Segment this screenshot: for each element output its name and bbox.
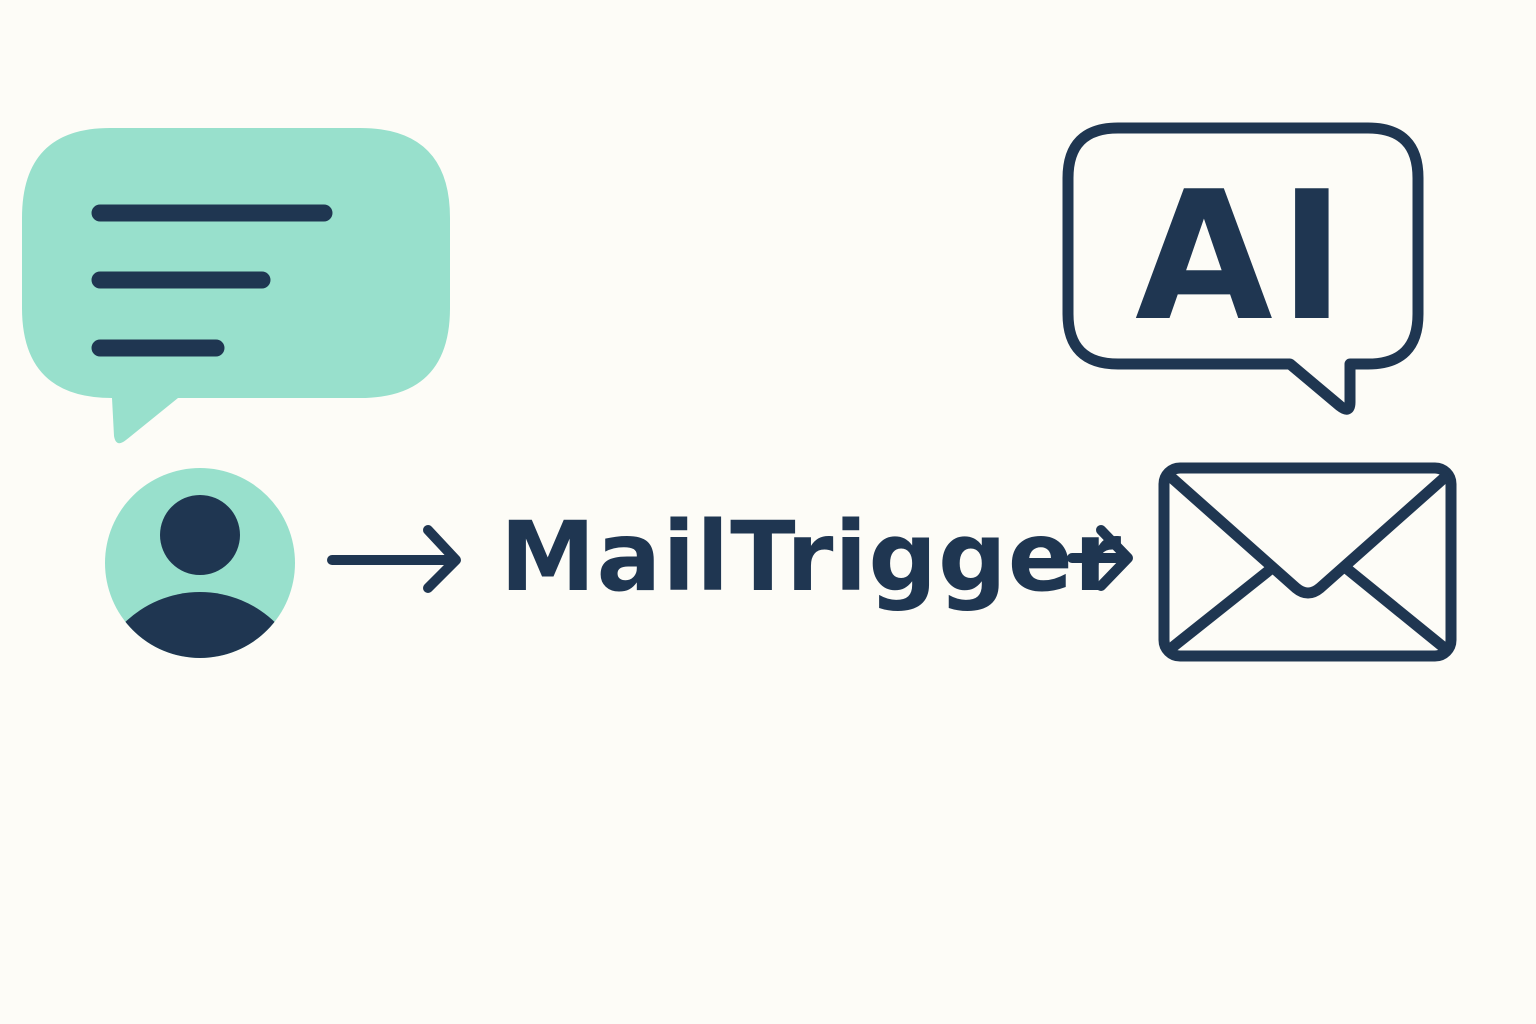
ai-bubble-outline xyxy=(1062,122,1424,415)
arrow-right-icon-2 xyxy=(1067,525,1133,591)
envelope-fold-left xyxy=(1168,562,1278,652)
chat-bubble-icon xyxy=(22,128,450,444)
arrow-right-icon xyxy=(327,525,461,593)
avatar-head xyxy=(160,495,240,575)
envelope-icon xyxy=(1158,462,1457,662)
envelope-fold-right xyxy=(1340,562,1448,652)
ai-label: AI xyxy=(1135,153,1351,360)
envelope-flap xyxy=(1166,472,1450,599)
brand-name: MailTrigger xyxy=(500,501,1122,613)
ai-speech-bubble-icon: AI xyxy=(1062,122,1424,415)
user-avatar-icon xyxy=(105,468,295,658)
envelope-body xyxy=(1158,462,1457,662)
avatar-shoulders xyxy=(105,592,295,658)
